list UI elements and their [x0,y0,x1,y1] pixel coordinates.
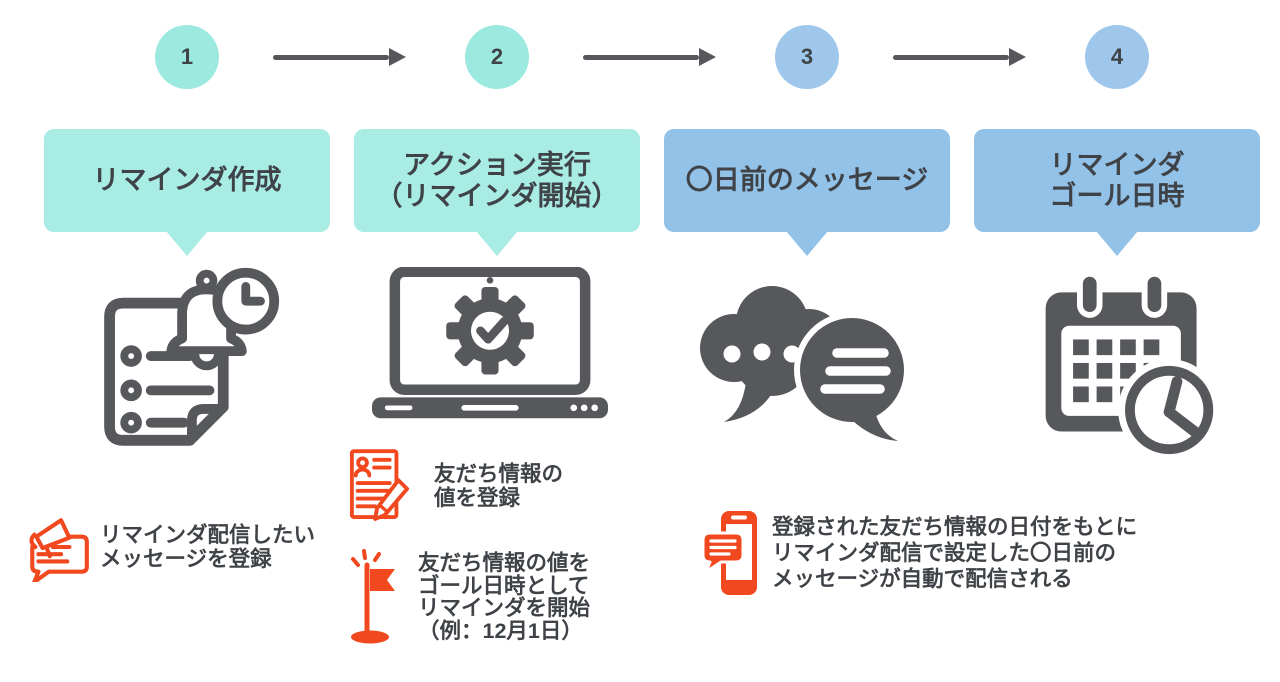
step-3-title-line: 〇日前のメッセージ [685,165,929,195]
step-4-number-circle: 4 [1085,25,1149,89]
step-2-number: 2 [490,44,504,69]
step-2-title-box: アクション実行 （リマインダ開始） [354,129,640,232]
annotation-step1-text: リマインダ配信したい メッセージを登録 [100,523,315,572]
annotation-step34: 登録された友だち情報の日付をもとに リマインダ配信で設定した〇日前の メッセージ… [696,509,1137,597]
annotation-step2-start: 友だち情報の値を ゴール日時として リマインダを開始 （例：12月1日） [350,549,590,645]
phone-auto-message-icon [701,511,757,595]
annotation-line: （例：12月1日） [418,618,583,643]
step-2-title-line: アクション実行 [403,149,591,180]
step-1-title-line: リマインダ作成 [92,165,282,195]
flow-arrow-1 [273,48,406,66]
annotation-step34-text: 登録された友だち情報の日付をもとに リマインダ配信で設定した〇日前の メッセージ… [772,514,1137,592]
chat-bubbles-icon [700,286,910,441]
step-4-title-box: リマインダ ゴール日時 [974,129,1260,232]
step-3-number-circle: 3 [775,25,839,89]
flow-arrow-3 [893,48,1026,66]
step-2-title-line: （リマインダ開始） [375,180,619,211]
annotation-step1: リマインダ配信したい メッセージを登録 [24,512,315,582]
step-2-number-circle: 2 [465,25,529,89]
step-3-box-pointer [786,231,828,256]
megaphone-message-icon [29,518,89,582]
step-4-box-pointer [1096,231,1138,256]
step-4-title-line: リマインダ [1049,149,1185,180]
annotation-line: リマインダ配信で設定した〇日前の [772,541,1117,565]
annotation-line: 友だち情報の値を [418,551,591,575]
annotation-step2-register: 友だち情報の 値を登録 [348,446,563,526]
annotation-line: 値を登録 [434,486,521,510]
goal-flag-icon [351,549,395,644]
annotation-step2-start-text: 友だち情報の値を ゴール日時として リマインダを開始 （例：12月1日） [418,552,590,642]
annotation-line: リマインダ配信したい [100,522,316,547]
step-3-number: 3 [800,44,814,69]
annotation-line: 友だち情報の [434,461,564,486]
calendar-clock-icon [1045,270,1221,459]
friend-info-form-icon [349,449,410,521]
step-3-title-box: 〇日前のメッセージ [664,129,950,232]
annotation-line: リマインダを開始 [418,596,591,620]
step-4-number: 4 [1110,44,1124,69]
step-1-box-pointer [166,231,208,256]
step-1-title-box: リマインダ作成 [44,129,330,232]
annotation-line: ゴール日時として [418,573,590,598]
step-4-title-line: ゴール日時 [1049,180,1185,211]
laptop-gear-check-icon [372,267,608,419]
annotation-line: メッセージを登録 [100,547,272,571]
annotation-line: 登録された友だち情報の日付をもとに [772,515,1138,539]
step-1-number: 1 [180,44,194,69]
annotation-step2-register-text: 友だち情報の 値を登録 [434,462,563,511]
document-bell-clock-icon [104,267,280,446]
annotation-line: メッセージが自動で配信される [772,567,1073,591]
step-1-number-circle: 1 [155,25,219,89]
flow-arrow-2 [583,48,716,66]
step-2-box-pointer [476,231,518,256]
